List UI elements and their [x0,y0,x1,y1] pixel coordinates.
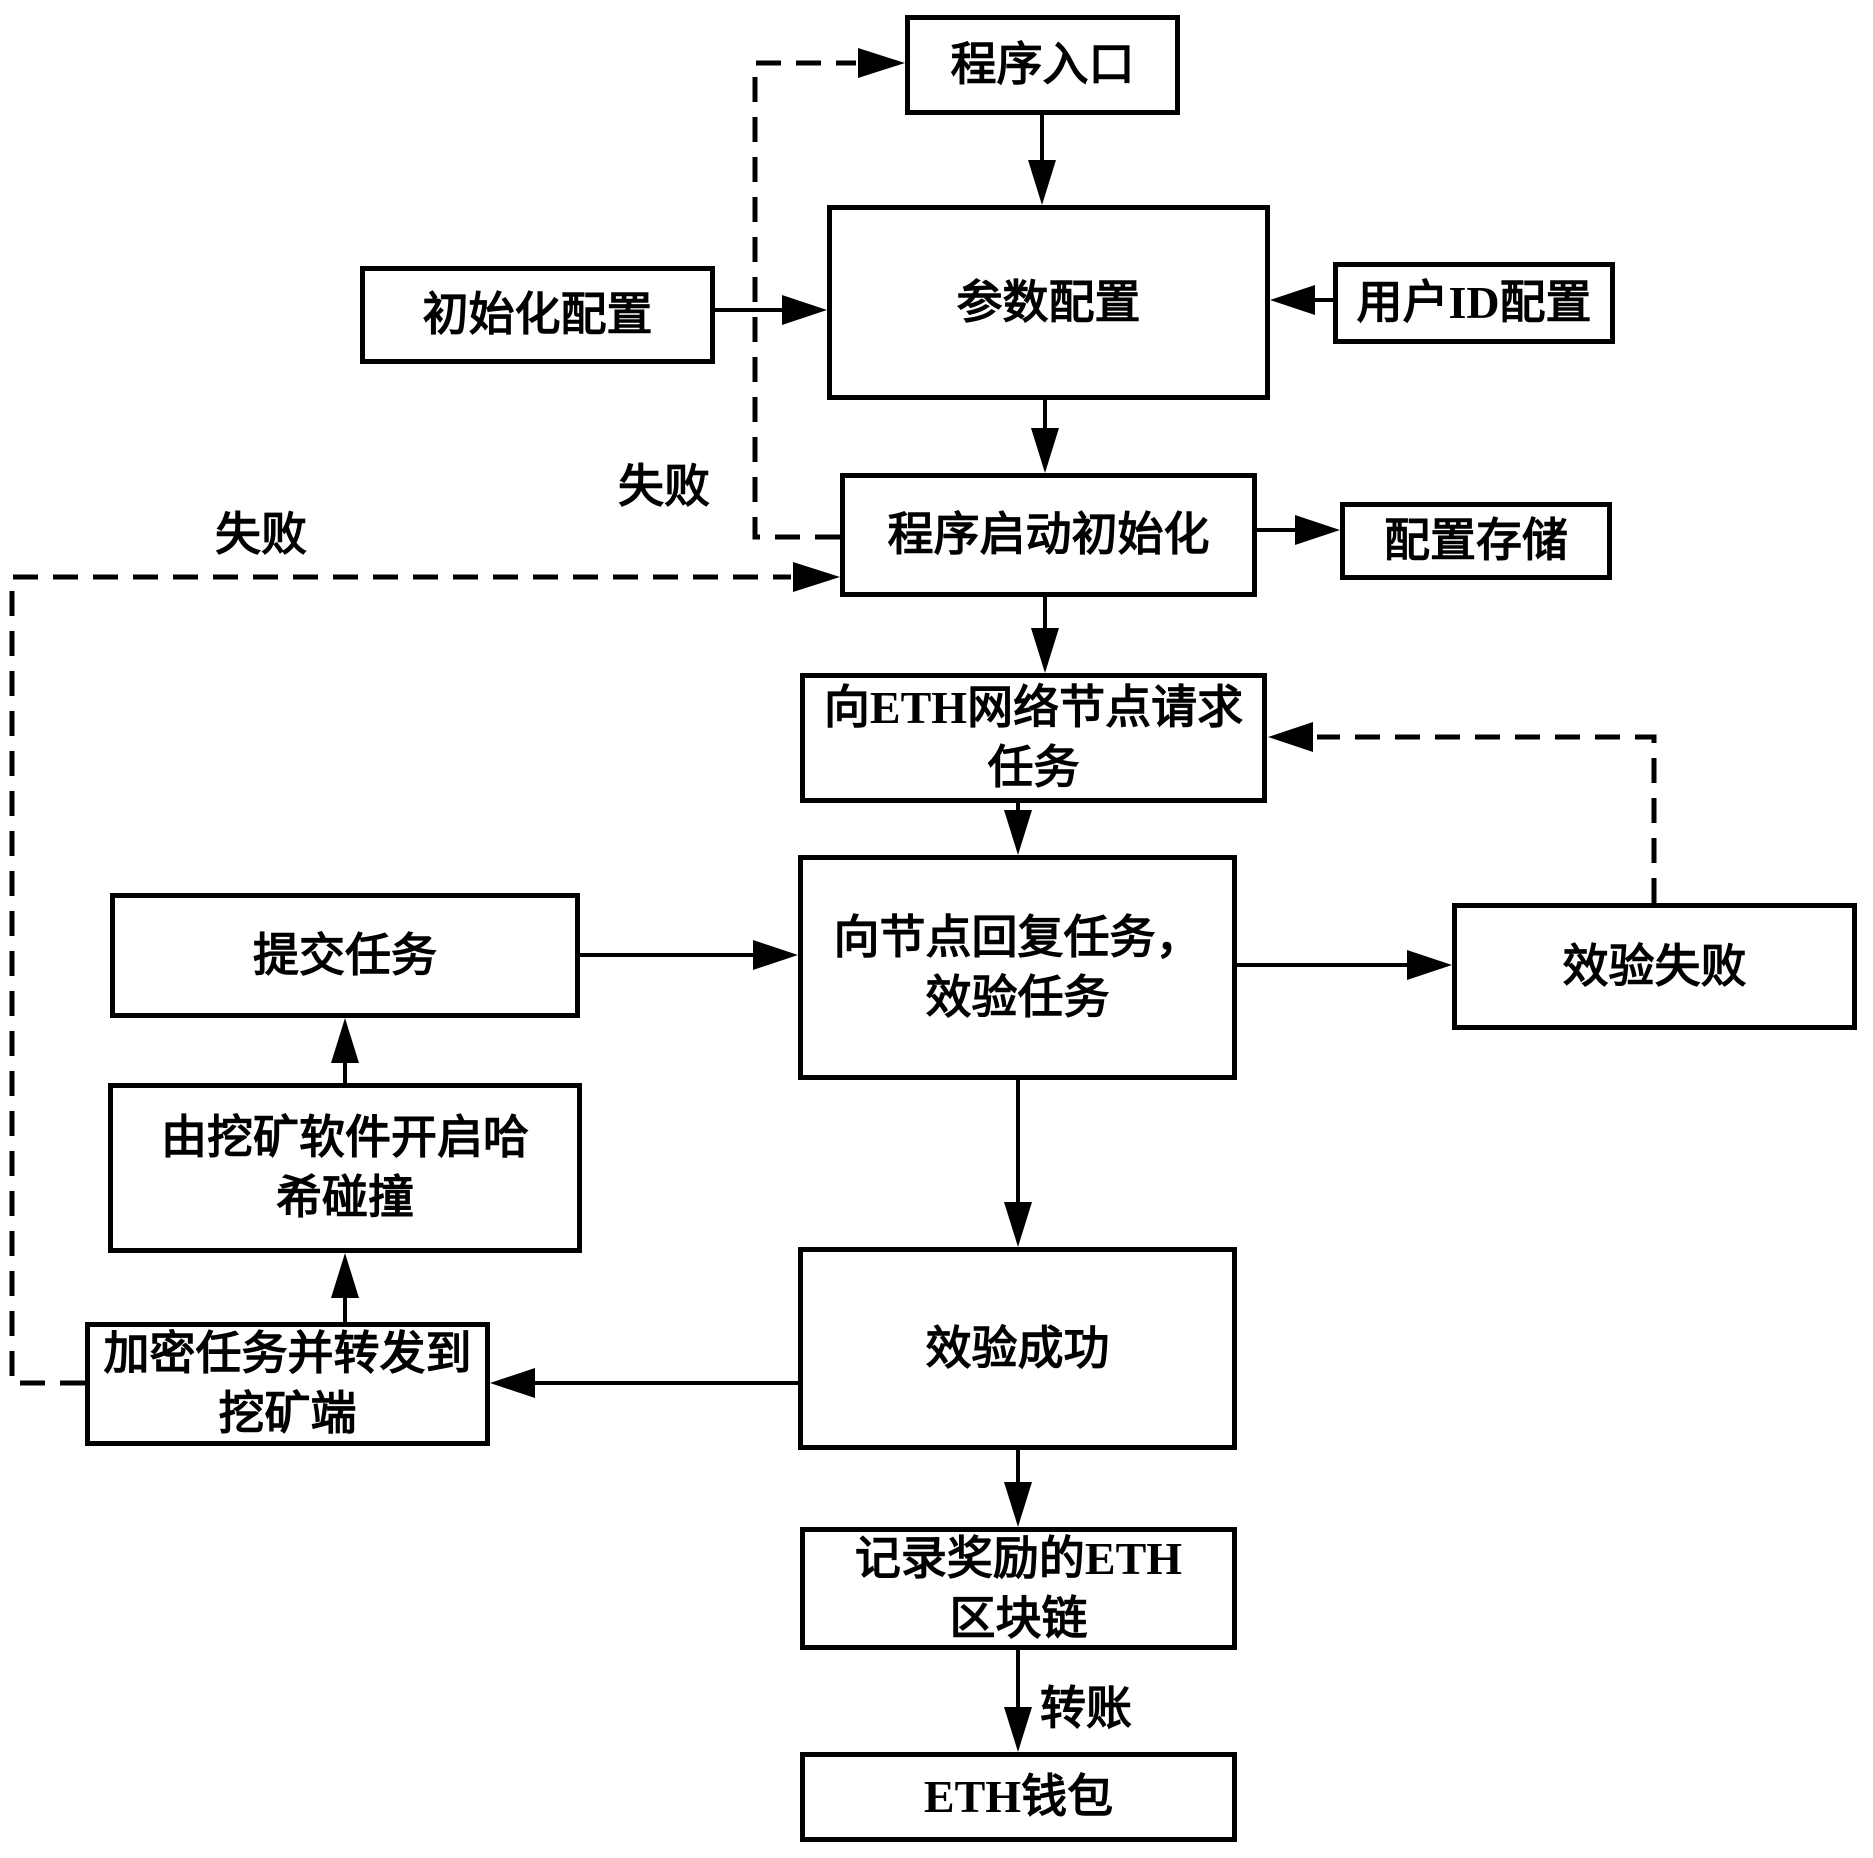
node-verify-success-label: 效验成功 [925,1322,1110,1374]
arrowhead-initconfig-to-param [782,295,827,325]
arrowhead-hash-to-submit [331,1018,359,1063]
node-param-config: 参数配置 [827,205,1270,400]
node-verify-fail-label: 效验失败 [1562,940,1747,992]
node-hash-collision: 由挖矿软件开启哈 希碰撞 [108,1083,582,1253]
node-init-config: 初始化配置 [360,266,715,364]
node-submit-task-label: 提交任务 [253,929,437,981]
node-program-entry: 程序入口 [905,15,1180,115]
node-program-entry-label: 程序入口 [950,39,1135,91]
arrowhead-entry-to-param [1028,160,1056,205]
node-request-task-label: 向ETH网络节点请求 任务 [823,682,1244,793]
arrowhead-reply-to-verifysuccess [1004,1202,1032,1247]
node-param-config-label: 参数配置 [956,276,1141,328]
node-config-store-label: 配置存储 [1384,515,1568,567]
label-transfer: 转账 [1040,1683,1132,1734]
arrowhead-param-to-startup [1031,428,1059,473]
node-reply-task: 向节点回复任务， 效验任务 [798,855,1237,1080]
connector-verifyfail-to-request [1317,734,1657,903]
node-verify-success: 效验成功 [798,1247,1237,1450]
node-init-config-label: 初始化配置 [422,289,653,341]
node-eth-wallet-label: ETH钱包 [923,1771,1114,1823]
node-startup-init-label: 程序启动初始化 [887,509,1210,561]
node-record-eth-label: 记录奖励的ETH 区块链 [854,1532,1183,1644]
arrowhead-startup-to-request [1031,628,1059,673]
node-verify-fail: 效验失败 [1452,903,1857,1030]
node-record-eth: 记录奖励的ETH 区块链 [800,1527,1237,1650]
arrowhead-submit-to-reply [753,940,798,970]
node-eth-wallet: ETH钱包 [800,1752,1237,1842]
node-submit-task: 提交任务 [110,893,580,1018]
arrowhead-verifyfail-to-request [1268,722,1313,752]
arrowhead-verifysuccess-to-encrypt [490,1368,535,1398]
node-user-id-config: 用户ID配置 [1333,262,1615,344]
arrowhead-verifysuccess-to-record [1004,1482,1032,1527]
arrowhead-record-to-wallet [1004,1707,1032,1752]
arrowhead-userid-to-param [1270,285,1315,315]
arrowhead-request-to-reply [1004,810,1032,855]
arrowhead-encrypt-to-hash [331,1253,359,1298]
label-fail-mid: 失败 [618,461,710,512]
node-user-id-config-label: 用户ID配置 [1356,277,1592,329]
node-startup-init: 程序启动初始化 [840,473,1257,597]
connector-fail-startup-to-entry [752,60,856,540]
node-hash-collision-label: 由挖矿软件开启哈 希碰撞 [161,1112,529,1223]
arrowhead-reply-to-verifyfail [1407,950,1452,980]
arrowhead-fail-startup-to-entry [858,48,905,78]
node-config-store: 配置存储 [1340,502,1612,580]
label-fail-left: 失败 [215,509,307,560]
node-request-task: 向ETH网络节点请求 任务 [800,673,1267,803]
arrowhead-fail-encrypt-to-startup [793,562,840,592]
node-reply-task-label: 向节点回复任务， 效验任务 [833,911,1202,1023]
node-encrypt-forward-label: 加密任务并转发到 挖矿端 [103,1328,472,1439]
arrowhead-startup-to-store [1295,515,1340,545]
node-encrypt-forward: 加密任务并转发到 挖矿端 [85,1322,490,1446]
